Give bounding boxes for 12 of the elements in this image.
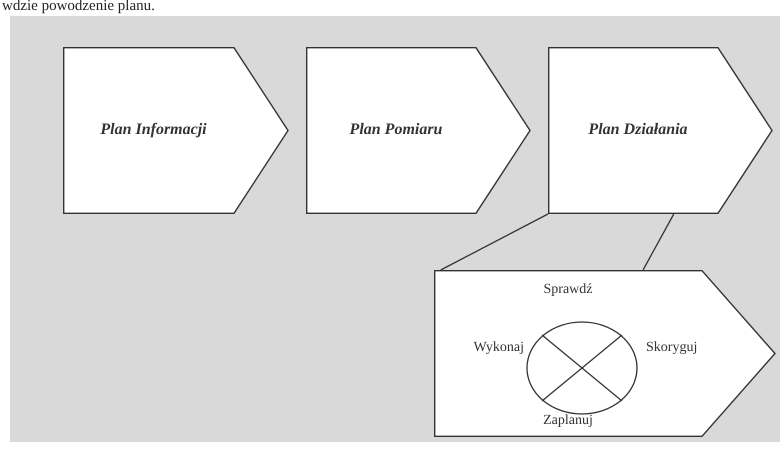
- step-label: Zaplanuj: [542, 413, 594, 429]
- chevron-shape: [306, 47, 531, 214]
- connector-line: [642, 214, 674, 270]
- connector-line: [440, 213, 548, 271]
- step-label: Skoryguj: [646, 340, 698, 356]
- node-label: Plan Pomiaru: [348, 120, 444, 140]
- chevron-shape: [548, 47, 773, 214]
- node-label: Plan Informacji: [99, 120, 208, 140]
- node-label: Plan Działania: [587, 120, 689, 140]
- step-label: Wykonaj: [472, 340, 524, 356]
- step-label: Sprawdź: [542, 282, 594, 298]
- chevron-shape: [63, 47, 289, 214]
